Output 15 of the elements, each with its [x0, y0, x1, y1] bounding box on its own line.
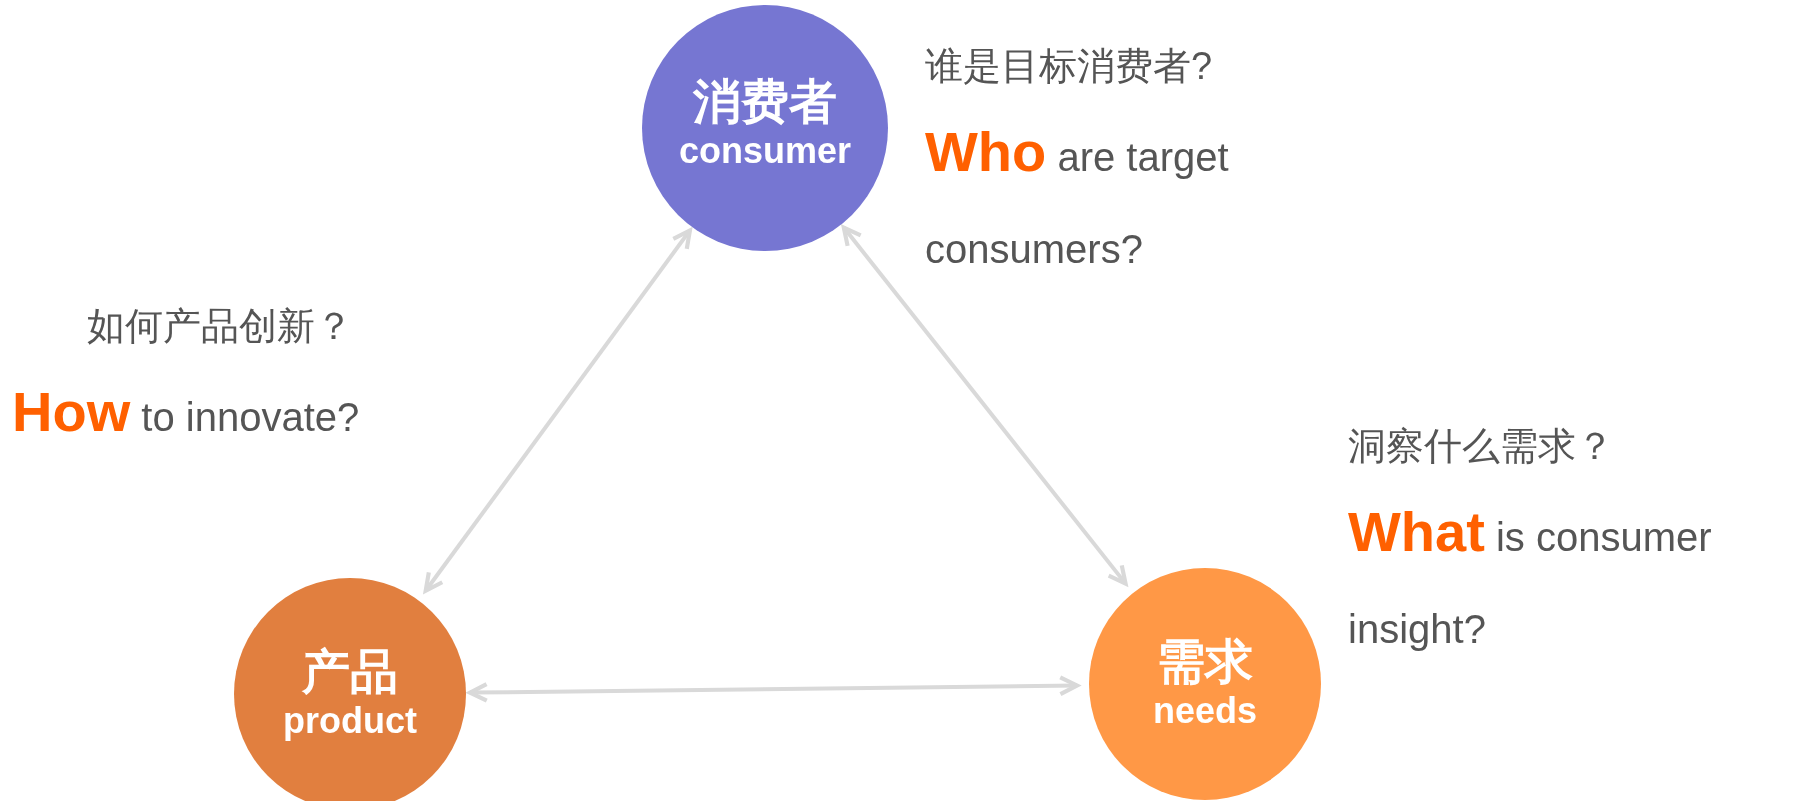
double-arrow [423, 228, 692, 593]
question-text: 如何产品创新？ [87, 304, 354, 349]
node-title: 产品 [302, 646, 398, 699]
double-arrow [467, 675, 1080, 703]
node-subtitle: consumer [678, 128, 852, 172]
question-text: 洞察什么需求？ [1348, 424, 1615, 469]
node-subtitle: needs [1152, 688, 1257, 732]
double-arrow [841, 225, 1128, 586]
node-title: 需求 [1157, 636, 1253, 689]
question-text: What is consumer insight? [1348, 499, 1713, 654]
question-text: 谁是目标消费者? [925, 44, 1214, 89]
question-text: How to innovate? [12, 379, 361, 446]
node-title: 消费者 [693, 76, 837, 129]
question-text: Who are target consumers? [925, 119, 1230, 274]
node-subtitle: product [283, 698, 417, 742]
